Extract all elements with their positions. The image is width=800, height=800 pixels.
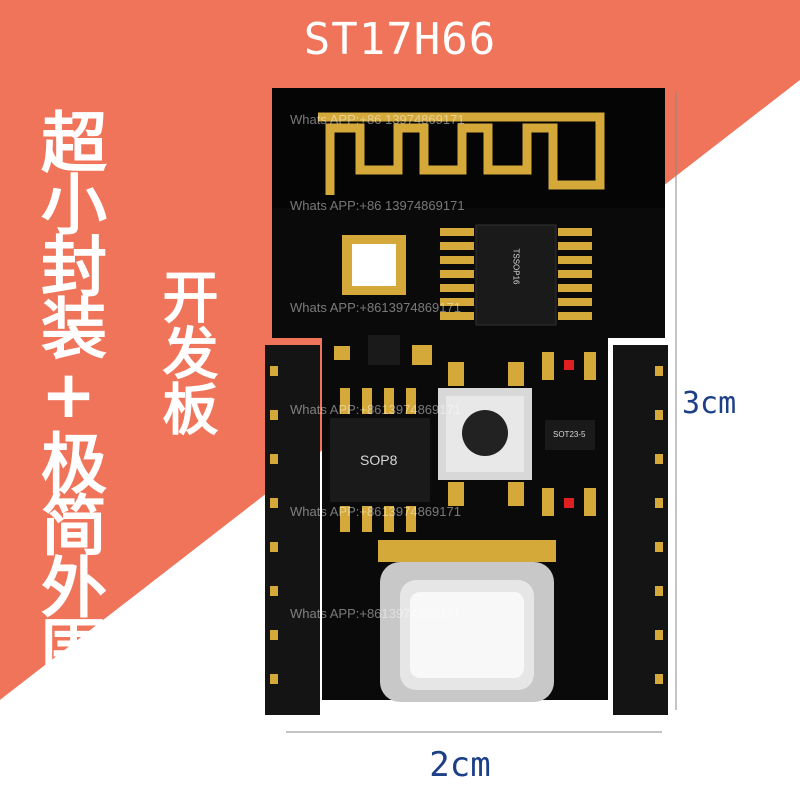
- watermark: Whats APP:+86 13974869171: [290, 198, 465, 213]
- watermark: Whats APP:+8613974869171: [290, 300, 461, 315]
- sot-label: SOT23-5: [553, 430, 586, 439]
- width-dimension-label: 2cm: [429, 745, 491, 785]
- watermark: Whats APP:+8613974869171: [290, 504, 461, 519]
- left-pin-header: [265, 345, 320, 715]
- right-pin-header: [613, 345, 668, 715]
- devboard-vertical-text: 开发板: [153, 268, 218, 436]
- sop8-label: SOP8: [360, 452, 398, 468]
- tssop-chip: [475, 224, 557, 326]
- watermark: Whats APP:+8613974869171: [290, 606, 461, 621]
- feature-vertical-text: 超小封装+极简外围: [30, 108, 107, 677]
- height-dimension-label: 3cm: [682, 386, 737, 421]
- tssop-label: TSSOP16: [511, 248, 521, 285]
- watermark: Whats APP:+8613974869171: [290, 402, 461, 417]
- product-title: ST17H66: [303, 14, 497, 65]
- watermark: Whats APP:+86 13974869171: [290, 112, 465, 127]
